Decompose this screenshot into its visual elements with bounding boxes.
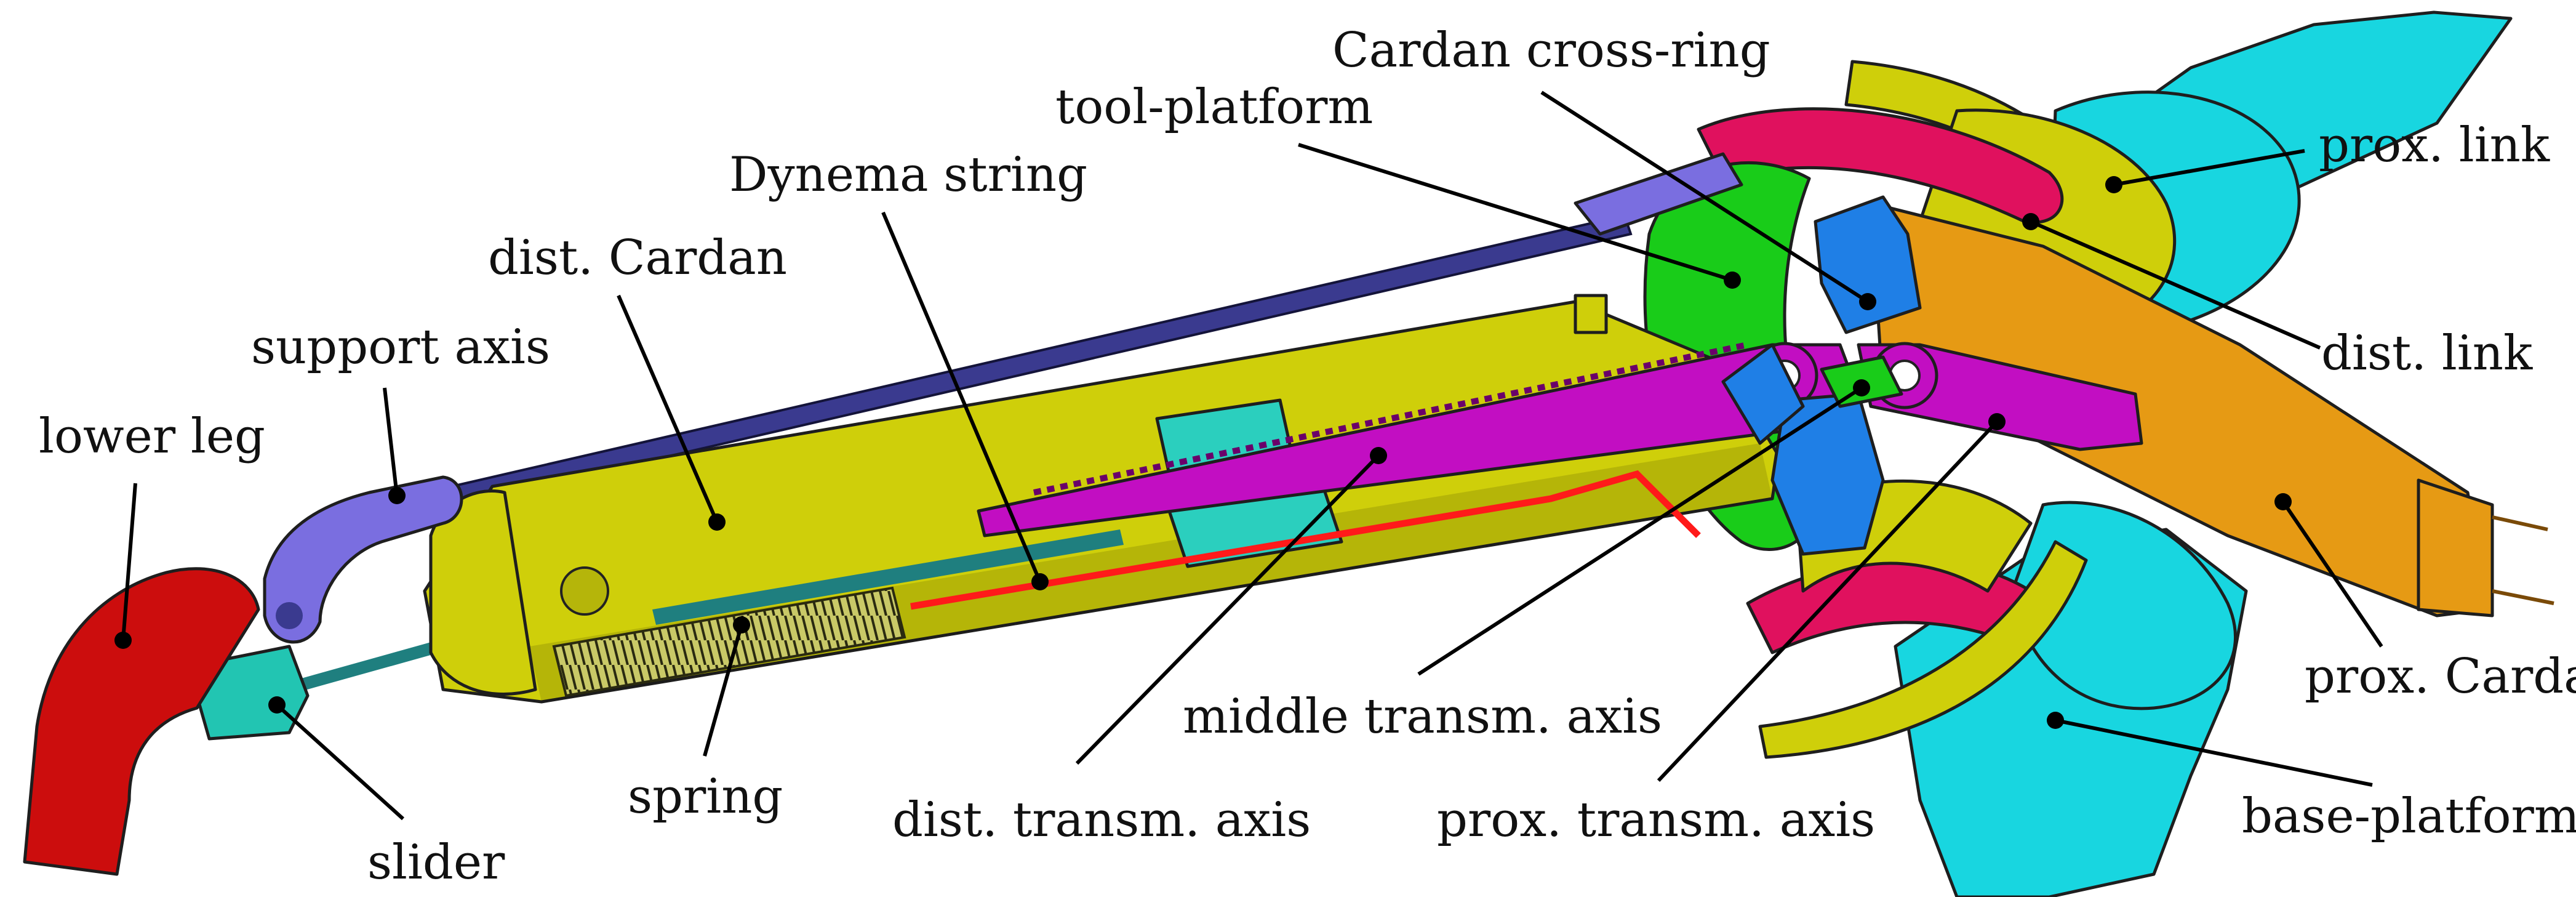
dot-middle-transm-axis [1853, 379, 1870, 396]
leader-base-platform [2055, 718, 2373, 787]
label-dist-link: dist. link [2321, 326, 2533, 381]
leader-middle-transm-axis [1417, 386, 1863, 676]
leader-lower-leg [121, 483, 137, 641]
label-slider: slider [367, 835, 505, 890]
dot-cardan-cross-ring [1859, 293, 1876, 310]
label-dynema-string: Dynema string [729, 147, 1087, 203]
support-rod-part [429, 152, 1743, 512]
dot-dist-transm-axis [1370, 447, 1387, 464]
spring-coil [552, 586, 906, 698]
leader-prox-transm-axis [1657, 420, 1999, 782]
label-middle-transm-axis: middle transm. axis [1183, 689, 1662, 744]
yellow-lower-arc [1758, 540, 2088, 759]
support-rod-clamp [1574, 152, 1743, 236]
leader-support-axis [383, 387, 399, 496]
label-prox-link: prox. link [2319, 118, 2550, 173]
label-prox-transm-axis: prox. transm. axis [1437, 792, 1875, 848]
dot-dist-link [2022, 213, 2039, 230]
leader-prox-cardan [2281, 501, 2383, 648]
dot-spring [733, 616, 750, 634]
prox-cardan-part [1869, 201, 2554, 617]
leader-slider [275, 703, 405, 821]
dist-link-magenta [1697, 107, 2064, 224]
label-prox-cardan: prox. Cardan [2305, 649, 2576, 704]
leader-dist-cardan [617, 294, 719, 523]
leader-cardan-cross-ring [1540, 91, 1869, 304]
label-spring: spring [628, 769, 783, 824]
support-axis-part [263, 475, 463, 644]
cardan-cross-upper [1814, 195, 1922, 334]
prox-cardan-end [2417, 478, 2494, 617]
dot-slider [268, 696, 286, 714]
dist-cardan-top-tab [1574, 294, 1608, 334]
prox-cardan-pin-1 [2492, 515, 2548, 531]
label-dist-transm-axis: dist. transm. axis [892, 792, 1311, 848]
dynema-string-line [910, 470, 1701, 610]
leader-dist-transm-axis [1075, 454, 1380, 765]
spring-guide-rod [652, 529, 1124, 625]
tool-platform-part [1721, 195, 1922, 556]
dot-prox-link [2105, 176, 2122, 193]
cardan-cross-left [1721, 343, 1805, 445]
leader-dynema-string [881, 211, 1042, 583]
support-axis-lever [263, 475, 463, 644]
dot-prox-cardan [2274, 493, 2292, 510]
dot-tool-platform [1724, 272, 1741, 289]
label-tool-platform: tool-platform [1055, 79, 1373, 135]
labels: Cardan cross-ring tool-platform Dynema s… [39, 23, 2576, 890]
label-support-axis: support axis [251, 320, 550, 375]
dot-dynema-string [1031, 573, 1049, 590]
leader-spring [703, 624, 743, 757]
leader-prox-link [2113, 149, 2305, 187]
leader-lines [114, 91, 2383, 821]
dist-cardan-bolt [560, 566, 609, 616]
support-axis-pin [276, 602, 303, 629]
dot-dist-cardan [708, 513, 726, 531]
label-base-platform: base-platform [2242, 789, 2576, 844]
dot-support-axis [388, 487, 406, 504]
dot-prox-transm-axis [1988, 413, 2006, 430]
leader-tool-platform [1298, 143, 1733, 282]
dot-lower-leg [114, 632, 132, 649]
label-dist-cardan: dist. Cardan [488, 230, 787, 286]
label-lower-leg: lower leg [39, 409, 265, 464]
leader-dist-link [2030, 220, 2321, 350]
prox-cardan-pin-2 [2492, 589, 2554, 605]
lower-leg-shape [23, 567, 260, 876]
dot-base-platform [2047, 712, 2064, 729]
label-cardan-cross-ring: Cardan cross-ring [1332, 23, 1770, 78]
